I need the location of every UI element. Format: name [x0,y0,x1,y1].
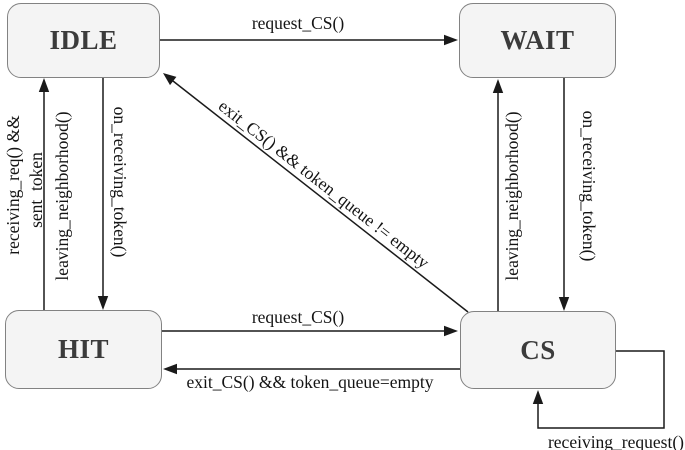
edge-cs-self-loop [532,350,665,429]
state-wait-label: WAIT [500,25,575,55]
edge-idle-to-hit [97,78,109,310]
label-wait-to-cs: on_receiving_token() [579,110,599,262]
edge-hit-to-idle [38,78,50,310]
edge-wait-to-cs [558,78,570,311]
arrowhead-down-icon [97,296,109,310]
edge-cs-to-wait [492,79,504,311]
state-cs-label: CS [520,334,556,365]
state-hit-label: HIT [57,334,110,364]
label-cs-to-hit: exit_CS() && token_queue=empty [186,372,434,392]
state-hit: HIT [5,310,162,389]
label-idle-to-wait: request_CS() [251,13,345,33]
arrowhead-right-icon [444,34,458,46]
edge-idle-to-wait [160,34,458,46]
arrowhead-up-icon [38,78,50,92]
state-wait: WAIT [459,3,616,78]
state-idle-label: IDLE [49,25,118,55]
arrowhead-up-icon [532,390,544,404]
arrowhead-up-icon [492,79,504,93]
arrowhead-left-icon [163,363,177,375]
label-hit-to-idle-alt: leaving_neighborhood() [52,111,72,281]
state-idle: IDLE [7,3,160,78]
label-idle-to-hit: on_receiving_token() [110,106,130,258]
edge-cs-to-hit [163,363,460,375]
state-cs: CS [460,311,616,389]
edge-hit-to-cs [162,325,458,337]
label-cs-to-wait: leaving_neighborhood() [502,111,522,281]
label-cs-self-loop: receiving_request() [547,432,684,450]
arrowhead-right-icon [444,325,458,337]
label-hit-to-cs: request_CS() [251,307,345,327]
edge-cs-to-idle [163,73,469,313]
arrowhead-upleft-icon [163,73,177,86]
label-hit-to-idle-line1: receiving_req() && [3,115,23,255]
arrowhead-down-icon [558,297,570,311]
label-hit-to-idle-line2: sent_token [26,152,46,228]
